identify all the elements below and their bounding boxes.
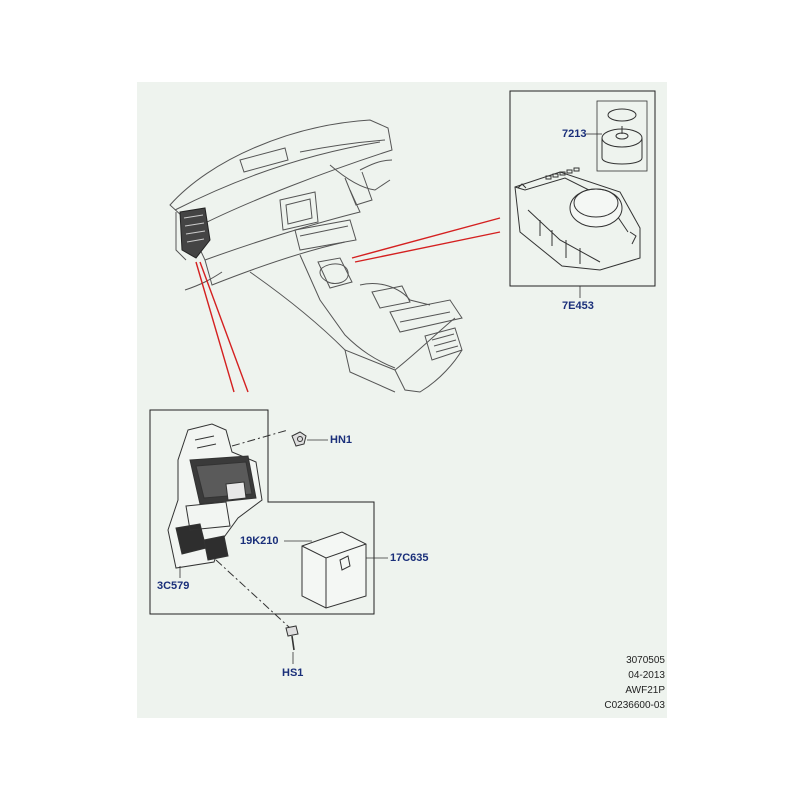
label-17C635: 17C635 [390,552,429,564]
label-HN1: HN1 [330,434,353,446]
module-17C635 [284,531,388,609]
switch-pack-in-vehicle [179,207,211,259]
label-leaders [179,133,602,578]
label-7213: 7213 [562,128,587,140]
dashboard-illustration [169,119,463,393]
ref-model: AWF21P [625,685,665,696]
ref-illustration-id: C0236600-03 [604,700,665,711]
screw-HS1 [285,625,299,664]
module-3C579 [167,423,263,569]
ref-code: 3070505 [626,655,665,666]
leader-lines [195,217,501,393]
inset-box-7E453 [509,90,656,287]
rotary-controller-7E453 [514,167,641,271]
assembly-dash-lines [215,429,291,629]
label-19K210: 19K210 [240,535,279,547]
label-7E453: 7E453 [562,300,594,312]
clip-HN1 [291,431,328,447]
label-HS1: HS1 [282,667,304,679]
label-3C579: 3C579 [157,580,190,592]
ref-date: 04-2013 [628,670,665,681]
knob-ring-7213 [601,108,643,165]
